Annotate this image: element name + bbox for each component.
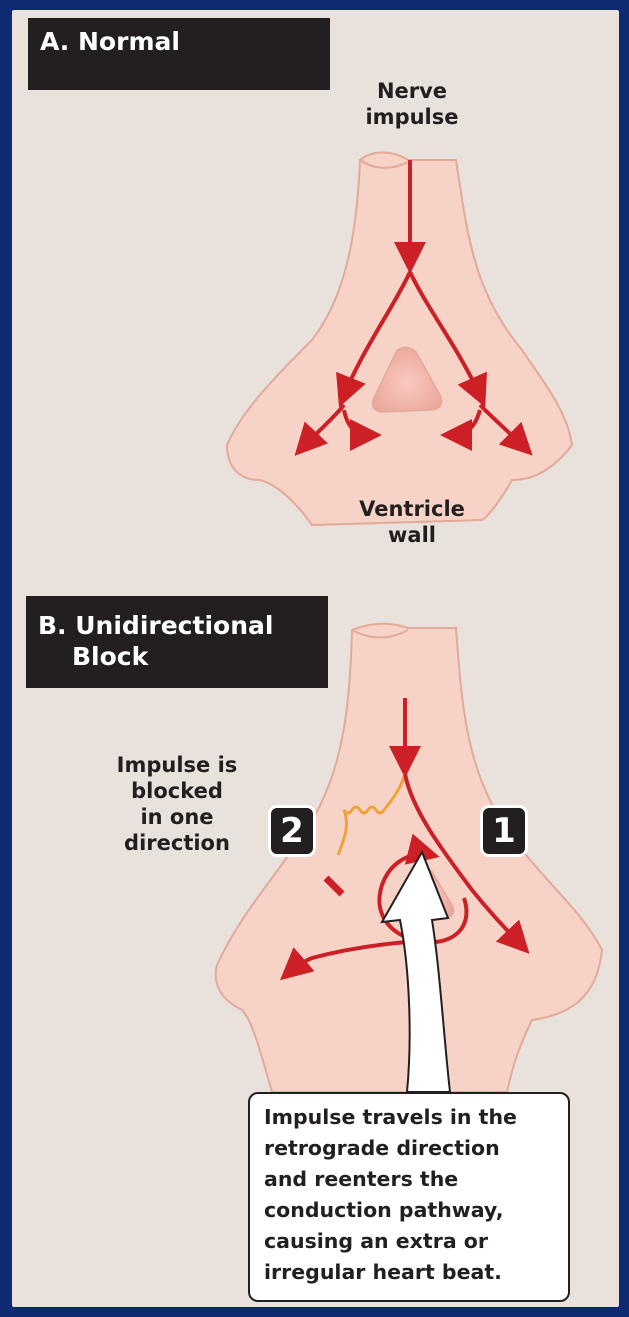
callout-line: and reenters the (264, 1164, 568, 1195)
callout-line: irregular heart beat. (264, 1257, 568, 1288)
nerve-impulse-label: Nerve impulse (352, 78, 472, 130)
ventricle-wall-label: Ventricle wall (342, 496, 482, 548)
normal-conduction-diagram (227, 153, 572, 526)
step-badge-1: 1 (480, 805, 528, 857)
callout-line: retrograde direction (264, 1133, 568, 1164)
retrograde-callout-box: Impulse travels in the retrograde direct… (248, 1092, 570, 1302)
ventricle-wall-tissue-a (227, 153, 572, 526)
callout-line: causing an extra or (264, 1226, 568, 1257)
impulse-blocked-label: Impulse is blocked in one direction (102, 752, 252, 856)
step-badge-2: 2 (268, 805, 316, 857)
section-title-unidirectional-block: B. Unidirectional Block (26, 596, 328, 688)
unidirectional-block-diagram (216, 624, 602, 1092)
figure-panel: A. Normal Nerve impulse Ventricle wall B… (12, 10, 619, 1307)
section-title-normal: A. Normal (28, 18, 330, 90)
callout-line: conduction pathway, (264, 1195, 568, 1226)
callout-line: Impulse travels in the (264, 1102, 568, 1133)
